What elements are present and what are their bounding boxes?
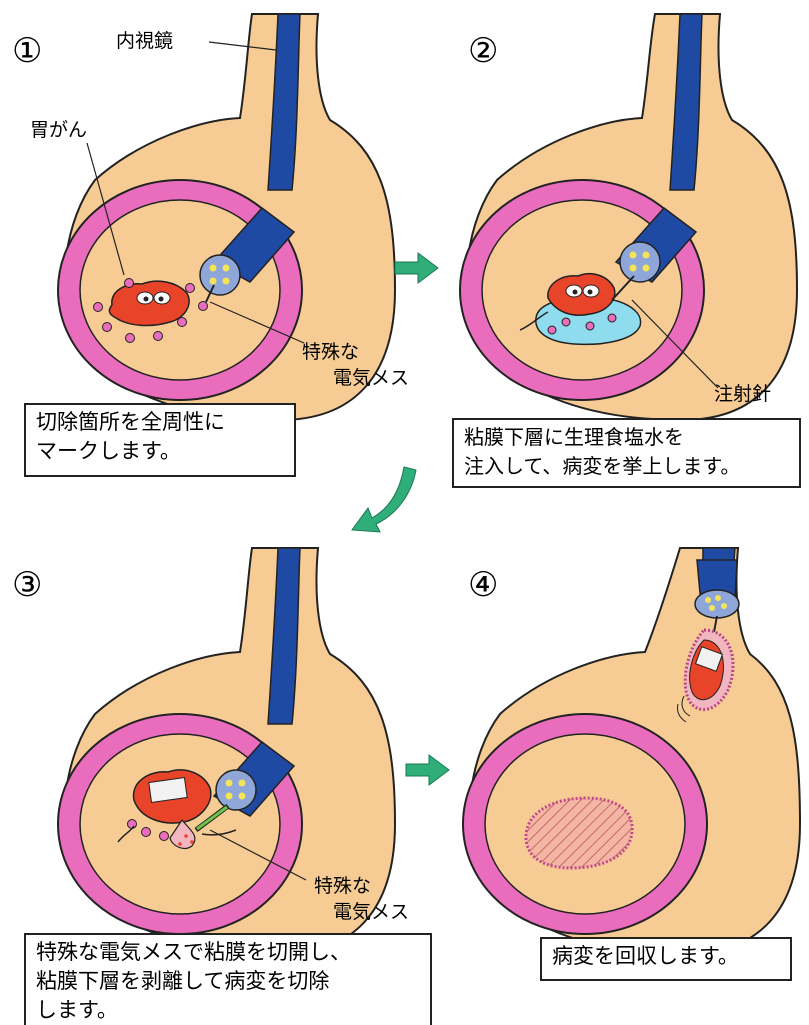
gastric-cancer-label: 胃がん <box>30 119 87 141</box>
step-number: ③ <box>12 565 42 605</box>
panel-step-1: ① 内視鏡 胃がん 特殊な 電気メス <box>12 14 409 420</box>
caption-line: 粘膜下層を剥離して病変を切除 <box>36 967 420 996</box>
endoscope-tip <box>200 255 240 295</box>
caption-line: 病変を回収します。 <box>552 942 780 971</box>
endoscope-tip <box>216 770 256 810</box>
electric-knife-label-line1: 特殊な <box>314 875 371 897</box>
endoscope-tip <box>620 242 660 282</box>
panel-step-3: ③ 特殊な 電気メス <box>12 548 409 954</box>
panel-step-4: ④ <box>463 548 800 954</box>
curved-arrow-icon <box>352 467 416 532</box>
step-number: ① <box>12 31 42 71</box>
caption-line: 注入して、病変を挙上します。 <box>464 452 789 481</box>
injection-needle-label: 注射針 <box>714 383 771 405</box>
step-number: ② <box>468 31 498 71</box>
caption-line: 切除箇所を全周性に <box>36 408 284 437</box>
caption-step-4: 病変を回収します。 <box>540 937 792 981</box>
caption-line: 特殊な電気メスで粘膜を切開し、 <box>36 938 420 967</box>
caption-line: マークします。 <box>36 437 284 466</box>
panel-step-2: ② 注射針 <box>460 14 797 420</box>
endoscope-label: 内視鏡 <box>116 30 173 52</box>
endoscope-tip <box>695 590 739 618</box>
electric-knife-label-line1: 特殊な <box>302 341 359 363</box>
caption-step-1: 切除箇所を全周性に マークします。 <box>24 403 296 477</box>
caption-line: します。 <box>36 996 420 1025</box>
caption-step-3: 特殊な電気メスで粘膜を切開し、 粘膜下層を剥離して病変を切除 します。 <box>24 933 432 1025</box>
caption-step-2: 粘膜下層に生理食塩水を 注入して、病変を挙上します。 <box>452 418 801 488</box>
caption-line: 粘膜下層に生理食塩水を <box>464 423 789 452</box>
step-number: ④ <box>468 565 498 605</box>
electric-knife-label-line2: 電気メス <box>333 901 409 923</box>
arrow-right-icon <box>395 253 438 283</box>
electric-knife-label-line2: 電気メス <box>333 367 409 389</box>
gastric-cancer-lesion <box>548 274 615 316</box>
arrow-right-icon <box>406 755 449 785</box>
